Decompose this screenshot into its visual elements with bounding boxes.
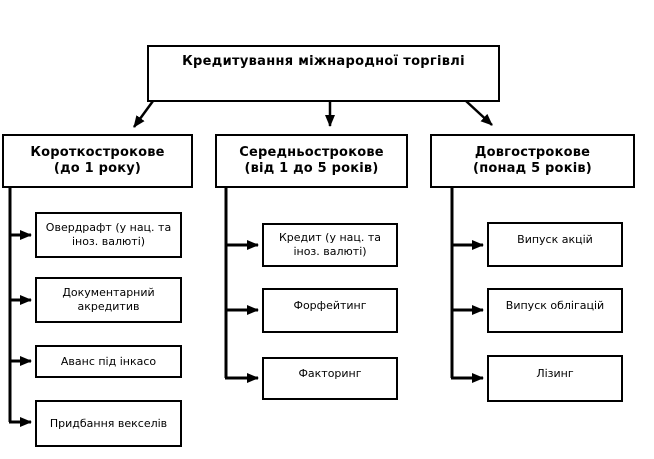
node-credit: Кредит (у нац. та іноз. валюті) — [262, 223, 398, 267]
node-bonds-label: Випуск облігацій — [505, 298, 605, 312]
node-long-term-label: Довгострокове — [474, 144, 591, 160]
node-medium-term-label: Середньострокове — [239, 144, 384, 160]
node-factoring-label: Факторинг — [298, 366, 362, 380]
node-root-label: Кредитування міжнародної торгівлі — [182, 54, 465, 69]
node-long-term: Довгострокове (понад 5 років) — [430, 134, 635, 188]
node-forfaiting: Форфейтинг — [262, 288, 398, 333]
node-leasing: Лізинг — [487, 355, 623, 402]
node-medium-term: Середньострокове (від 1 до 5 років) — [215, 134, 408, 188]
node-documentary-credit: Документарний акредитив — [35, 277, 182, 323]
node-factoring: Факторинг — [262, 357, 398, 400]
node-advance-label: Аванс під інкасо — [60, 354, 157, 368]
node-medium-term-sublabel: (від 1 до 5 років) — [244, 161, 379, 176]
node-leasing-label: Лізинг — [536, 366, 574, 380]
node-bonds: Випуск облігацій — [487, 288, 623, 333]
node-bills: Придбання векселів — [35, 400, 182, 447]
node-documentary-credit-label: Документарний акредитив — [62, 286, 155, 313]
node-long-term-sublabel: (понад 5 років) — [473, 161, 592, 176]
node-short-term-label: Короткострокове — [30, 144, 165, 160]
node-overdraft-label: Овердрафт (у нац. та іноз. валюті) — [45, 221, 172, 248]
node-shares: Випуск акцій — [487, 222, 623, 267]
node-credit-label: Кредит (у нац. та іноз. валюті) — [278, 231, 382, 258]
node-short-term: Короткострокове (до 1 року) — [2, 134, 193, 188]
node-advance: Аванс під інкасо — [35, 345, 182, 378]
node-bills-label: Придбання векселів — [49, 416, 168, 430]
node-root: Кредитування міжнародної торгівлі — [147, 45, 500, 102]
node-overdraft: Овердрафт (у нац. та іноз. валюті) — [35, 212, 182, 258]
edge-root-to-long-term — [465, 100, 493, 126]
node-short-term-sublabel: (до 1 року) — [53, 161, 142, 176]
node-forfaiting-label: Форфейтинг — [293, 298, 367, 312]
node-shares-label: Випуск акцій — [517, 232, 593, 246]
edge-root-to-short-term — [132, 100, 155, 128]
